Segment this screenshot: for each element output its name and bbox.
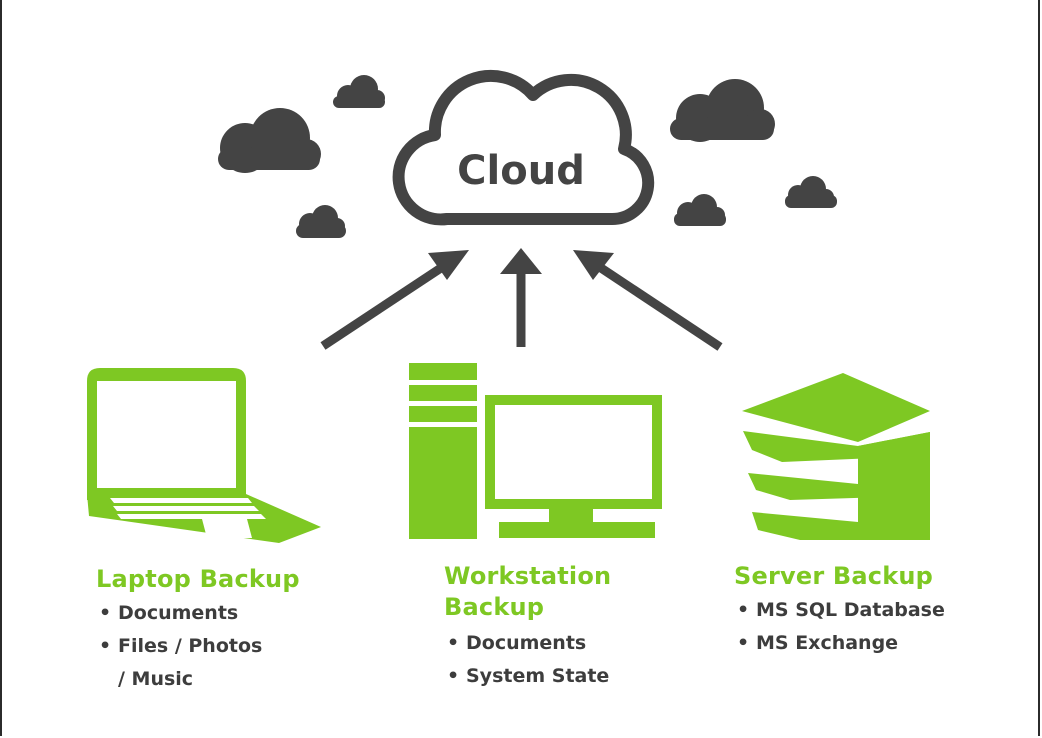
- list-item: Documents: [444, 627, 609, 660]
- server-backup-list: MS SQL Database MS Exchange: [734, 594, 945, 660]
- list-item: Documents: [96, 597, 262, 630]
- arrow-server-to-cloud: [589, 258, 723, 351]
- small-cloud-icon: [218, 108, 321, 173]
- workstation-title-line1: Workstation: [444, 562, 612, 590]
- laptop-backup-list: Documents Files / Photos / Music: [96, 597, 262, 696]
- list-item: / Music: [118, 668, 194, 690]
- list-item: System State: [444, 660, 609, 693]
- list-item: MS Exchange: [734, 627, 945, 660]
- workstation-backup-list: Documents System State: [444, 627, 609, 693]
- workstation-backup-title: Workstation Backup: [444, 561, 611, 623]
- small-cloud-icon: [674, 194, 726, 226]
- laptop-icon: [87, 368, 321, 543]
- cloud-icon: [392, 69, 655, 226]
- small-cloud-icon: [333, 75, 385, 108]
- server-backup-title: Server Backup: [734, 562, 934, 590]
- small-cloud-icon: [670, 79, 775, 142]
- desktop-computer-icon: [485, 395, 662, 538]
- small-cloud-icon: [785, 176, 837, 208]
- desktop-tower-icon: [409, 363, 477, 539]
- workstation-title-line2: Backup: [444, 593, 545, 621]
- list-item: MS SQL Database: [734, 594, 945, 627]
- list-item: Files / Photos: [96, 630, 262, 663]
- cloud-label: Cloud: [457, 148, 585, 194]
- server-stack-icon: [742, 373, 930, 540]
- laptop-backup-title: Laptop Backup: [96, 565, 300, 593]
- arrow-laptop-to-cloud: [320, 258, 453, 350]
- small-cloud-icon: [296, 205, 346, 238]
